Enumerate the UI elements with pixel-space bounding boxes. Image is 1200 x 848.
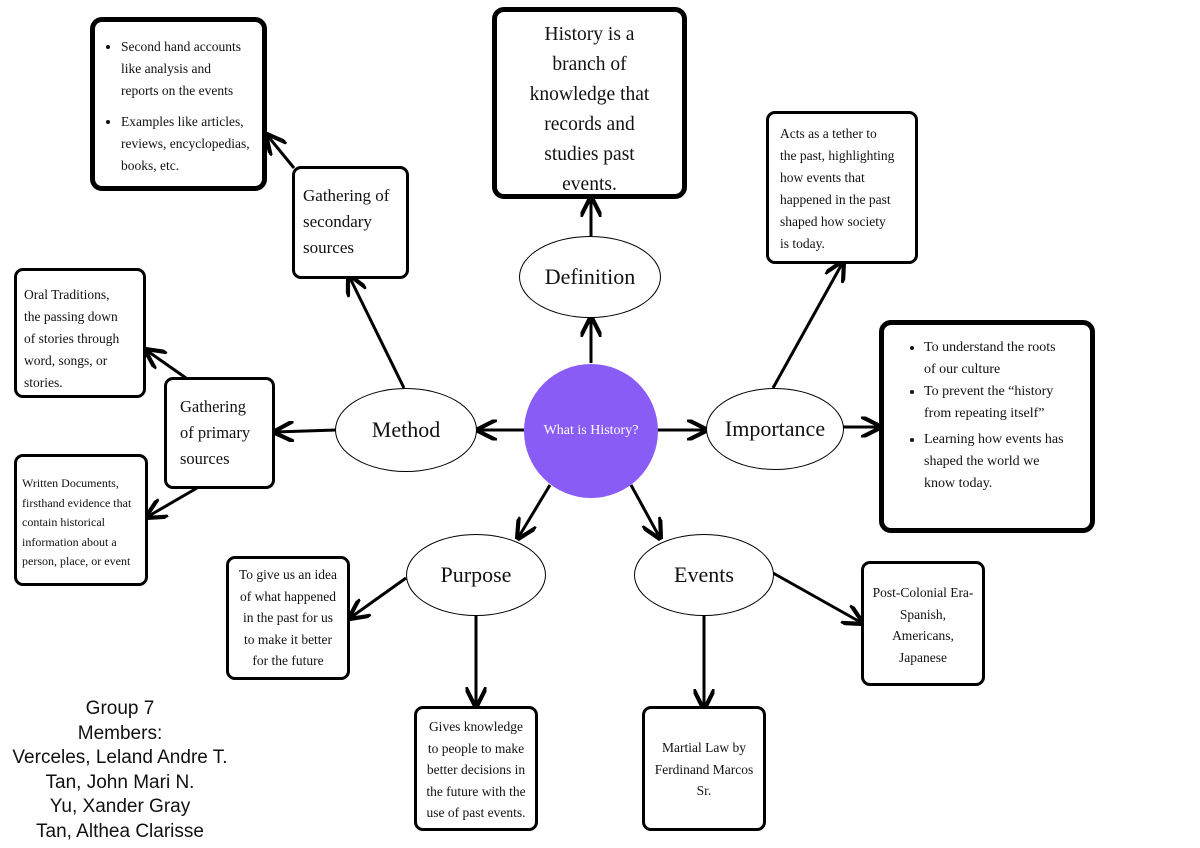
events-node: Events xyxy=(634,534,774,616)
box-line: to make it better xyxy=(243,631,333,647)
written-documents-box: Written Documents, firsthand evidence th… xyxy=(14,454,148,586)
box-line: Ferdinand Marcos xyxy=(654,761,754,777)
importance-bullets-box: To understand the roots of our culture T… xyxy=(879,320,1095,533)
bullet-item: Learning how events has shaped the world… xyxy=(924,429,1086,495)
primary-sources-box: Gathering of primary sources xyxy=(164,377,275,489)
arrow-center-events xyxy=(629,484,660,538)
box-line: Spanish, xyxy=(899,606,947,622)
definition-box: History is a branch of knowledge that re… xyxy=(492,7,687,199)
box-line: stories. xyxy=(24,375,63,390)
bullet-line: Examples like articles, xyxy=(121,114,244,129)
box-line: the passing down xyxy=(24,309,118,324)
box-line: sources xyxy=(303,238,354,257)
purpose-knowledge-box: Gives knowledge to people to make better… xyxy=(414,706,538,831)
box-line: Americans, xyxy=(892,628,954,643)
box-line: of stories through xyxy=(24,331,120,346)
definition-line: branch of xyxy=(552,54,627,75)
importance-node: Importance xyxy=(706,388,844,470)
box-line: sources xyxy=(180,449,230,468)
arrow-method-secondary xyxy=(349,276,406,389)
members-line: Group 7 xyxy=(85,698,155,719)
box-line: information about a xyxy=(22,534,117,549)
events-colonial-box: Post-Colonial Era- Spanish, Americans, J… xyxy=(861,561,985,686)
purpose-idea-box: To give us an idea of what happened in t… xyxy=(226,556,350,680)
box-line: is today. xyxy=(780,236,825,251)
box-line: in the past for us xyxy=(243,610,333,625)
arrow-importance-tether xyxy=(771,262,843,389)
bullet-line: reviews, encyclopedias, xyxy=(121,136,250,151)
group-members: Group 7 Members: Verceles, Leland Andre … xyxy=(0,697,240,844)
box-line: happened in the past xyxy=(780,192,891,207)
box-line: contain historical xyxy=(22,515,105,529)
bullet-item: To understand the roots of our culture xyxy=(924,337,1086,381)
box-line: Written Documents, xyxy=(22,476,119,490)
events-martial-law-box: Martial Law by Ferdinand Marcos Sr. xyxy=(642,706,766,831)
definition-line: knowledge that xyxy=(529,84,650,105)
what-is-history-center: What is History? xyxy=(524,364,658,498)
box-line: To give us an idea xyxy=(238,567,338,582)
box-line: of what happened xyxy=(240,588,336,604)
box-line: better decisions in xyxy=(426,762,526,777)
box-line: Oral Traditions, xyxy=(24,287,110,302)
arrow-primary-oral xyxy=(146,350,187,380)
bullet-line: To understand the roots xyxy=(924,340,1056,355)
bullet-line: shaped the world we xyxy=(924,454,1040,469)
box-line: Gathering of xyxy=(303,186,390,205)
box-line: of primary xyxy=(180,423,251,442)
members-line: Yu, Xander Gray xyxy=(49,796,191,817)
box-line: Sr. xyxy=(696,783,712,798)
bullet-item: Examples like articles, reviews, encyclo… xyxy=(121,111,258,177)
members-line: Tan, John Mari N. xyxy=(45,771,195,793)
definition-line: events. xyxy=(562,174,617,195)
members-line: Members: xyxy=(77,722,163,744)
bullet-line: reports on the events xyxy=(121,83,234,98)
arrow-purpose-idea xyxy=(350,576,407,618)
box-line: use of past events. xyxy=(426,805,526,820)
arrow-events-colonial xyxy=(772,571,862,623)
oral-traditions-box: Oral Traditions, the passing down of sto… xyxy=(14,268,146,398)
box-line: the future with the xyxy=(426,783,526,799)
arrow-center-purpose xyxy=(518,484,552,538)
method-node: Method xyxy=(335,388,477,472)
definition-node: Definition xyxy=(519,236,661,318)
bullet-line: Second hand accounts xyxy=(121,39,241,54)
bullet-line: To prevent the “history xyxy=(924,384,1054,399)
bullet-line: like analysis and xyxy=(121,61,211,76)
box-line: to people to make xyxy=(427,740,525,756)
secondary-sources-box: Gathering of secondary sources xyxy=(292,166,409,279)
arrow-method-primary xyxy=(275,430,337,432)
importance-tether-box: Acts as a tether to the past, highlighti… xyxy=(766,111,918,264)
secondary-sources-details-box: Second hand accounts like analysis and r… xyxy=(90,17,267,191)
box-line: shaped how society xyxy=(780,214,886,229)
box-line: Gathering xyxy=(180,397,246,416)
box-line: person, place, or event xyxy=(22,554,131,568)
box-line: for the future xyxy=(252,653,324,668)
definition-line: History is a xyxy=(544,24,635,45)
bullet-line: books, etc. xyxy=(121,158,180,173)
box-line: Martial Law by xyxy=(662,740,746,755)
bullet-line: Learning how events has xyxy=(924,432,1064,447)
box-line: secondary xyxy=(303,212,372,231)
arrow-primary-written xyxy=(147,486,198,517)
bullet-line: of our culture xyxy=(924,362,1001,377)
bullet-line: know today. xyxy=(924,476,993,491)
definition-line: records and xyxy=(544,114,635,135)
box-line: Post-Colonial Era- xyxy=(872,585,974,600)
box-line: Acts as a tether to xyxy=(780,126,877,141)
purpose-node: Purpose xyxy=(406,534,546,616)
definition-line: studies past xyxy=(544,144,635,165)
arrow-secondary-box xyxy=(267,135,296,169)
box-line: Gives knowledge xyxy=(428,719,524,734)
box-line: word, songs, or xyxy=(24,353,108,368)
box-line: the past, highlighting xyxy=(780,148,895,163)
bullet-item: Second hand accounts like analysis and r… xyxy=(121,36,258,102)
box-line: firsthand evidence that xyxy=(22,495,132,510)
members-line: Verceles, Leland Andre T. xyxy=(12,747,228,768)
box-line: how events that xyxy=(780,170,865,185)
members-line: Tan, Althea Clarisse xyxy=(36,820,204,842)
bullet-item: To prevent the “history from repeating i… xyxy=(924,381,1086,425)
box-line: Japanese xyxy=(899,649,947,665)
bullet-line: from repeating itself” xyxy=(924,406,1045,421)
